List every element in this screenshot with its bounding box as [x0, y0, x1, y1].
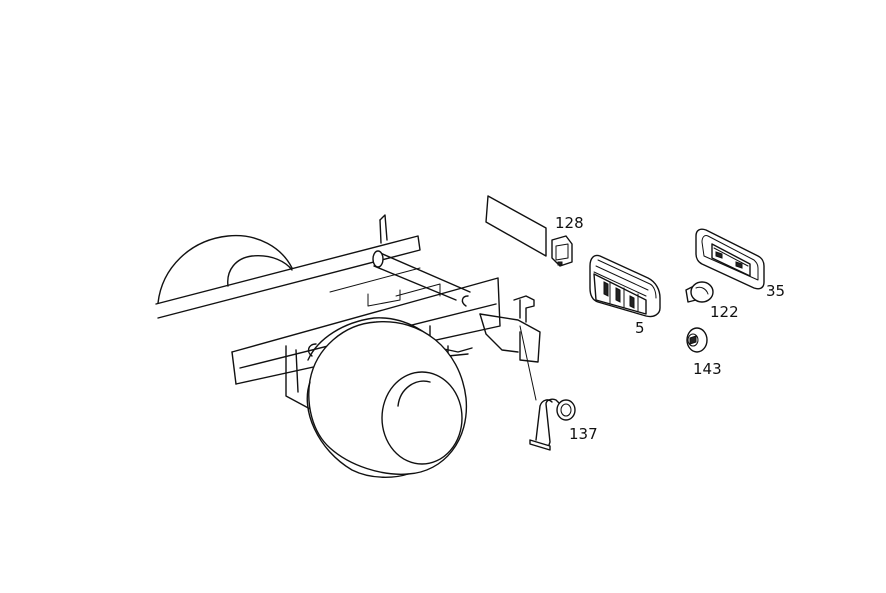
chassis-frame: [155, 214, 541, 478]
label-bulb-socket: 143: [693, 360, 722, 378]
lamp-lens-strip: [485, 195, 547, 257]
side-marker-lamp: [519, 325, 576, 451]
label-side-marker-lamp: 137: [569, 425, 598, 443]
label-bulb: 122: [710, 303, 739, 321]
lamp-gasket: [695, 228, 765, 290]
label-lamp-gasket: 35: [766, 282, 786, 300]
label-reflector: 128: [555, 214, 584, 232]
tail-lamp: [589, 254, 661, 318]
reflector: [551, 235, 573, 267]
label-tail-lamp: 5: [635, 319, 645, 337]
bulb-socket: [686, 327, 708, 353]
bulb: [685, 281, 714, 303]
